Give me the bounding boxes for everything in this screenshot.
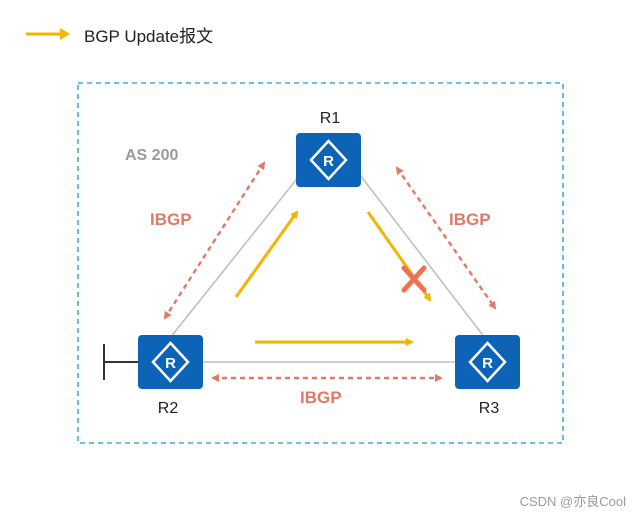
svg-text:R: R [323, 153, 334, 170]
ibgp-label-r1-r2: IBGP [150, 210, 192, 229]
legend-label: BGP Update报文 [84, 26, 214, 46]
router-r2-label: R2 [158, 400, 179, 417]
router-r3-label: R3 [479, 400, 500, 417]
watermark: CSDN @亦良Cool [519, 494, 626, 509]
ibgp-label-r2-r3: IBGP [300, 388, 342, 407]
svg-text:R: R [482, 355, 493, 372]
as-label: AS 200 [125, 147, 178, 164]
legend: BGP Update报文 [24, 22, 213, 46]
router-r3[interactable]: R [455, 335, 520, 389]
update-flow-r2-to-r1 [234, 210, 299, 298]
link-r1-r2 [169, 174, 301, 339]
network-segment-icon [103, 344, 138, 380]
ibgp-session-r1-r3 [395, 166, 497, 310]
cross-icon [401, 265, 427, 293]
svg-text:R: R [165, 355, 176, 372]
router-r2[interactable]: R [138, 335, 203, 389]
router-icon: R [468, 341, 507, 383]
router-r1[interactable]: R [296, 133, 361, 187]
ibgp-label-r1-r3: IBGP [449, 210, 491, 229]
router-icon: R [151, 341, 190, 383]
router-r1-label: R1 [320, 110, 341, 127]
arrow-right-icon [26, 28, 70, 40]
ibgp-session-r1-r2 [163, 161, 266, 320]
link-r1-r3 [359, 174, 486, 339]
router-icon: R [309, 139, 348, 181]
